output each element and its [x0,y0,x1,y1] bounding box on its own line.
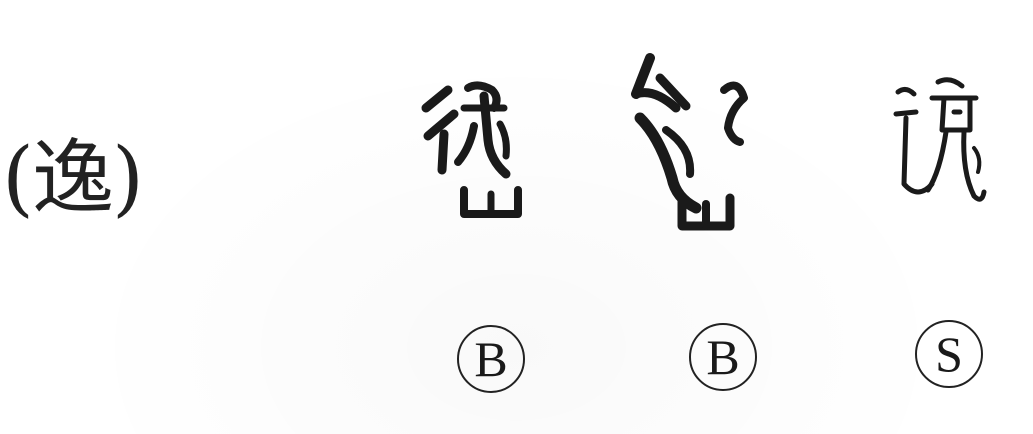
small-seal-script-glyph [893,77,987,202]
source-badge-seal: S [915,320,983,388]
source-badge-bronze-1: B [457,325,525,393]
bronze-script-glyph-1 [421,81,522,218]
bronze-script-glyph-2 [631,53,748,231]
headword-character: (逸) [2,131,144,226]
source-badge-bronze-2: B [689,323,757,391]
